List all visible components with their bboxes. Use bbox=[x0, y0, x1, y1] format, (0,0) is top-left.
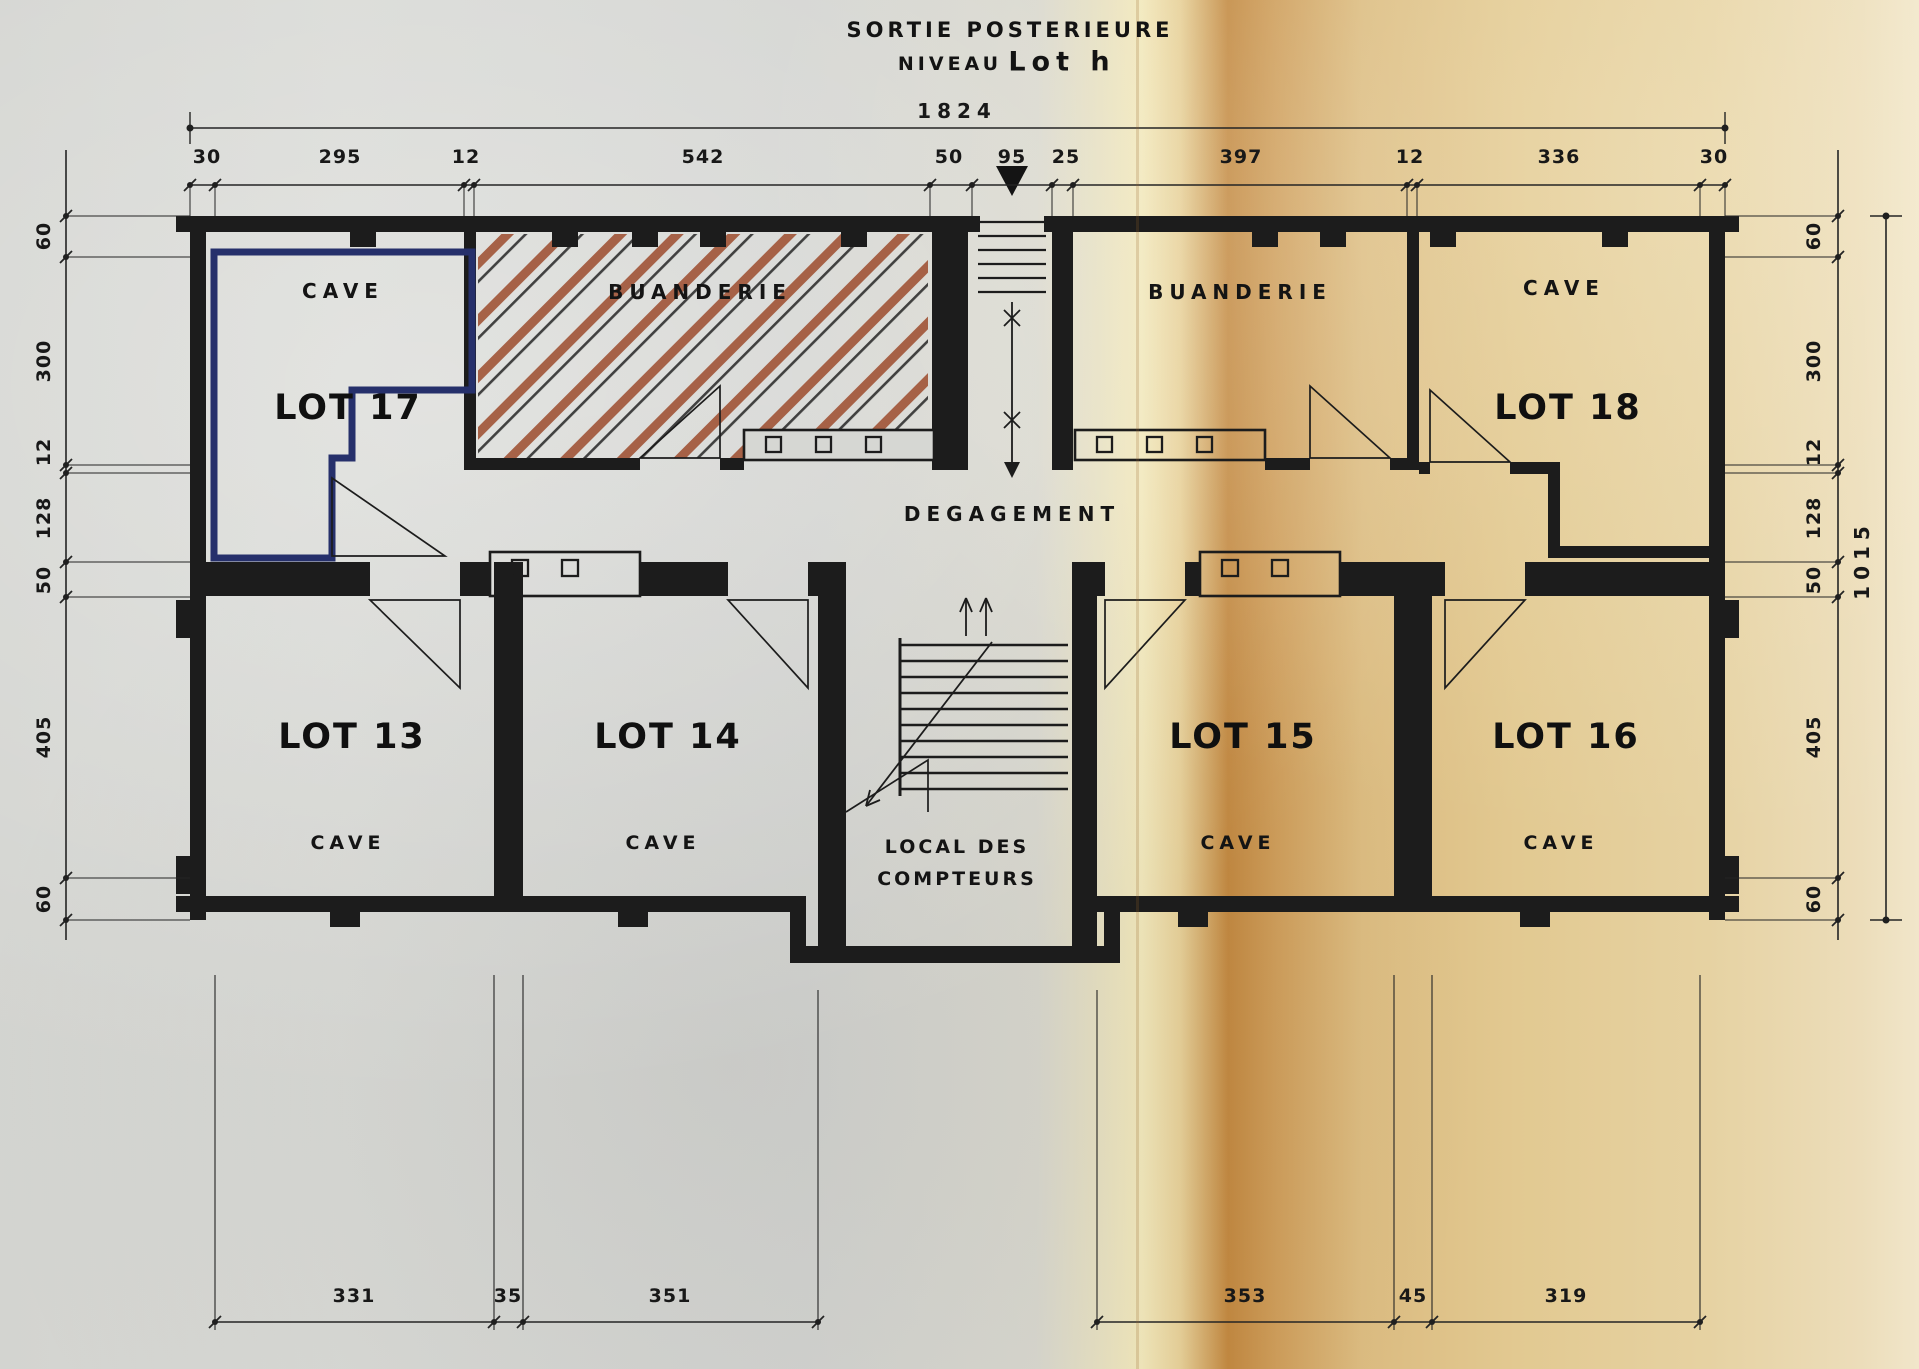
dim-bottom-left-0: 331 bbox=[332, 1285, 376, 1307]
dim-left-6: 60 bbox=[33, 884, 55, 914]
dim-top-6: 25 bbox=[1051, 146, 1081, 168]
rear-exit-stair bbox=[978, 220, 1046, 478]
dim-top-7: 397 bbox=[1219, 146, 1263, 168]
dim-bottom-right-2: 319 bbox=[1544, 1285, 1588, 1307]
dim-top-2: 12 bbox=[451, 146, 481, 168]
room-label-buanderie-left: BUANDERIE bbox=[608, 280, 792, 304]
dim-bottom-right-0: 353 bbox=[1223, 1285, 1267, 1307]
dim-left-5: 405 bbox=[33, 715, 55, 759]
dim-overall-width: 1824 bbox=[917, 99, 997, 123]
dim-top-0: 30 bbox=[192, 146, 222, 168]
dim-top-3: 542 bbox=[681, 146, 725, 168]
vent-strips bbox=[488, 428, 1342, 598]
room-label-lot14: LOT 14 bbox=[594, 717, 742, 757]
dim-right-0: 60 bbox=[1803, 221, 1825, 251]
room-label-cave-lot13: CAVE bbox=[310, 832, 386, 854]
entrance-arrow bbox=[996, 166, 1028, 196]
dim-top-9: 336 bbox=[1537, 146, 1581, 168]
room-label-lot13: LOT 13 bbox=[278, 717, 426, 757]
dim-top-10: 30 bbox=[1699, 146, 1729, 168]
dimension-dots bbox=[63, 124, 1890, 1325]
dim-right-5: 405 bbox=[1803, 715, 1825, 759]
room-label-local-compteurs-2: COMPTEURS bbox=[877, 868, 1037, 890]
buanderie-hatch-area bbox=[478, 234, 928, 458]
dim-top-1: 295 bbox=[318, 146, 362, 168]
room-label-cave-lot16: CAVE bbox=[1523, 832, 1599, 854]
room-label-lot15: LOT 15 bbox=[1169, 717, 1317, 757]
sheet-subtitle-lot: Lot h bbox=[1008, 46, 1116, 78]
dim-right-4: 50 bbox=[1803, 565, 1825, 595]
lot17-blue-outline bbox=[210, 248, 476, 562]
room-label-cave-lot18: CAVE bbox=[1523, 276, 1605, 300]
dimension-lines bbox=[59, 112, 1902, 1330]
sheet-title: SORTIE POSTERIEURE bbox=[846, 18, 1174, 42]
dim-bottom-right-1: 45 bbox=[1398, 1285, 1428, 1307]
dim-right-1: 300 bbox=[1803, 339, 1825, 383]
walls bbox=[176, 216, 1739, 963]
room-label-cave-lot17: CAVE bbox=[302, 279, 384, 303]
room-label-lot16: LOT 16 bbox=[1492, 717, 1640, 757]
dim-left-4: 50 bbox=[33, 565, 55, 595]
room-label-lot18: LOT 18 bbox=[1494, 388, 1642, 428]
dim-top-4: 50 bbox=[934, 146, 964, 168]
dim-left-1: 300 bbox=[33, 339, 55, 383]
dim-left-3: 128 bbox=[33, 496, 55, 540]
dim-left-2: 12 bbox=[33, 437, 55, 467]
door-swings bbox=[331, 384, 1527, 813]
dim-left-0: 60 bbox=[33, 221, 55, 251]
dim-top-5: 95 bbox=[997, 146, 1027, 168]
room-label-degagement: DEGAGEMENT bbox=[903, 502, 1121, 526]
dim-bottom-left-2: 351 bbox=[648, 1285, 692, 1307]
main-staircase bbox=[865, 597, 1068, 807]
room-label-cave-lot15: CAVE bbox=[1200, 832, 1276, 854]
sheet-subtitle-niveau: NIVEAU bbox=[897, 53, 1003, 75]
room-label-buanderie-right: BUANDERIE bbox=[1148, 280, 1332, 304]
room-label-local-compteurs-1: LOCAL DES bbox=[884, 836, 1030, 858]
dim-overall-height: 1015 bbox=[1850, 520, 1874, 600]
dim-right-3: 128 bbox=[1803, 496, 1825, 540]
room-label-lot17: LOT 17 bbox=[274, 388, 422, 428]
dim-bottom-left-1: 35 bbox=[493, 1285, 523, 1307]
dim-top-8: 12 bbox=[1395, 146, 1425, 168]
dim-right-6: 60 bbox=[1803, 884, 1825, 914]
dim-right-2: 12 bbox=[1803, 437, 1825, 467]
room-label-cave-lot14: CAVE bbox=[625, 832, 701, 854]
